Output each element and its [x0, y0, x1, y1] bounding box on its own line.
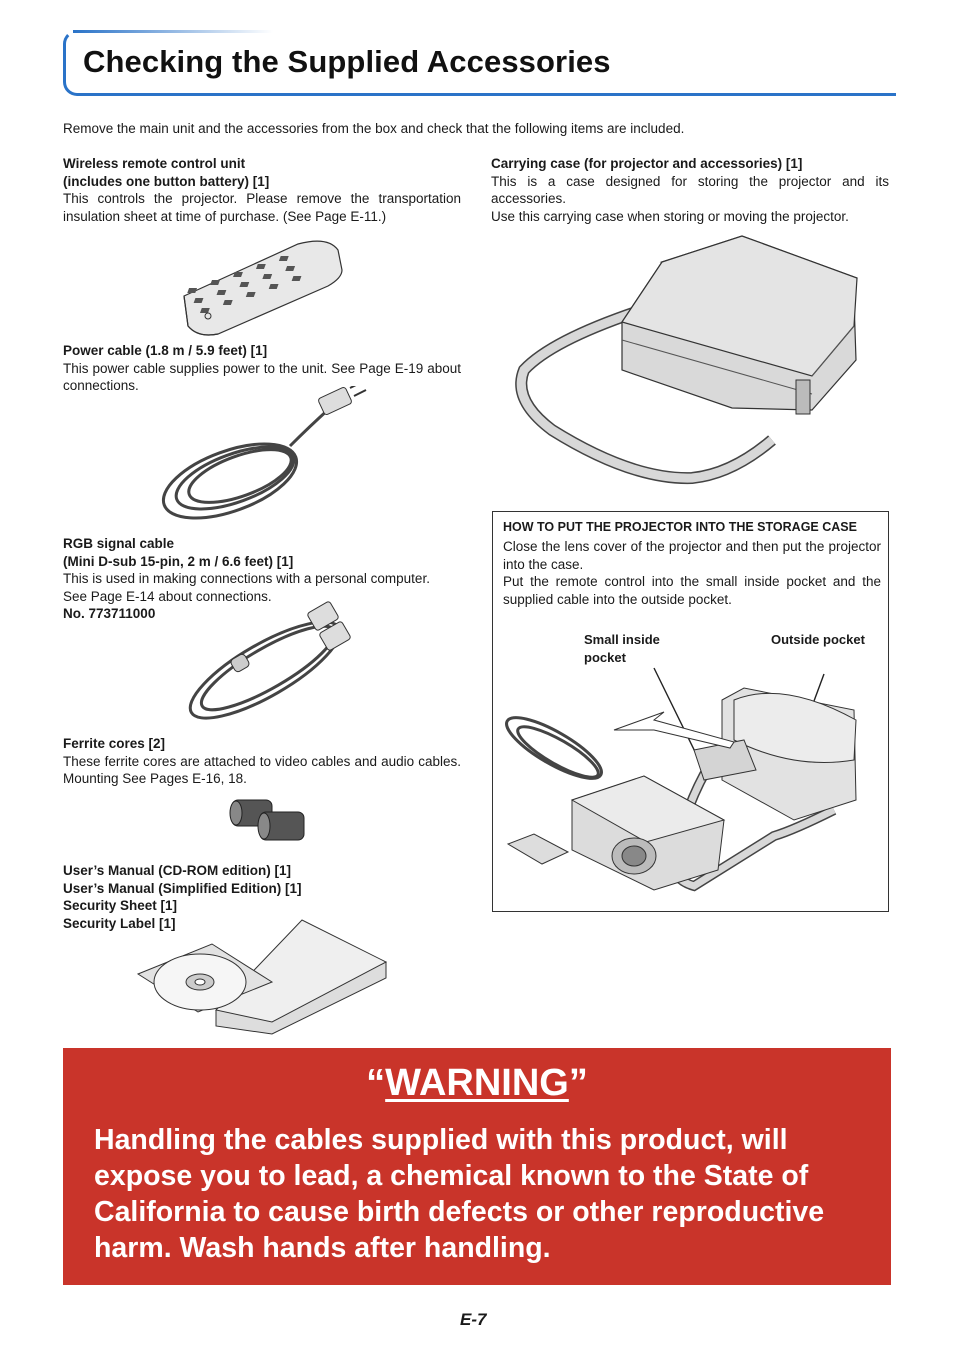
item-power-cable: Power cable (1.8 m / 5.9 feet) [1] This …	[63, 342, 461, 395]
header-accent	[73, 30, 273, 33]
warning-box: “WARNING” Handling the cables supplied w…	[63, 1048, 891, 1285]
label-small-inside-pocket: Small inside pocket	[584, 631, 660, 666]
item-rgb-cable: RGB signal cable (Mini D-sub 15-pin, 2 m…	[63, 535, 461, 623]
item-ferrite-cores: Ferrite cores [2] These ferrite cores ar…	[63, 735, 461, 788]
manual-cdrom: User’s Manual (CD-ROM edition) [1]	[63, 863, 292, 878]
manual-simplified: User’s Manual (Simplified Edition) [1]	[63, 880, 302, 896]
carrying-case-illustration	[515, 235, 858, 485]
label-outside-pocket: Outside pocket	[771, 632, 865, 647]
remote-body: This controls the projector. Please remo…	[63, 191, 461, 224]
case-body-2: Use this carrying case when storing or m…	[491, 208, 849, 224]
ferrite-body: These ferrite cores are attached to vide…	[63, 753, 461, 787]
warning-close-quote: ”	[568, 1062, 588, 1104]
page-number: E-7	[460, 1310, 487, 1329]
rgb-body-1: This is used in making connections with …	[63, 571, 430, 587]
label-small-line-2: pocket	[584, 649, 626, 665]
power-body: This power cable supplies power to the u…	[63, 360, 461, 394]
howto-box: HOW TO PUT THE PROJECTOR INTO THE STORAG…	[492, 511, 889, 912]
howto-body-2: Put the remote control into the small in…	[503, 574, 881, 607]
security-label: Security Label [1]	[63, 915, 176, 931]
howto-text: Close the lens cover of the projector an…	[503, 538, 881, 608]
rgb-body-2: See Page E-14 about connections.	[63, 588, 272, 604]
warning-title-text: WARNING	[385, 1062, 569, 1104]
remote-title-1: Wireless remote control unit	[63, 156, 246, 171]
ferrite-title: Ferrite cores [2]	[63, 736, 166, 751]
item-remote: Wireless remote control unit (includes o…	[63, 155, 461, 225]
item-carrying-case: Carrying case (for projector and accesso…	[491, 155, 889, 225]
remote-title-2: (includes one button battery) [1]	[63, 173, 270, 189]
page-title: Checking the Supplied Accessories	[83, 44, 611, 79]
remote-illustration	[183, 240, 343, 336]
label-small-line-1: Small inside	[584, 632, 660, 647]
header-frame	[63, 30, 896, 96]
howto-body-1: Close the lens cover of the projector an…	[503, 539, 881, 572]
warning-title: “WARNING”	[63, 1062, 891, 1105]
security-sheet: Security Sheet [1]	[63, 898, 178, 914]
rgb-title-1: RGB signal cable	[63, 536, 175, 551]
ferrite-cores-illustration	[229, 799, 305, 841]
page-header: Checking the Supplied Accessories	[63, 30, 896, 96]
warning-open-quote: “	[366, 1062, 386, 1104]
manuals-illustration	[136, 919, 388, 1035]
intro-text: Remove the main unit and the accessories…	[63, 121, 685, 136]
item-manuals: User’s Manual (CD-ROM edition) [1] User’…	[63, 862, 461, 932]
case-title: Carrying case (for projector and accesso…	[491, 156, 803, 171]
rgb-part-number: No. 773711000	[63, 606, 156, 622]
rgb-cable-illustration	[188, 601, 351, 720]
storage-diagram	[505, 667, 857, 892]
case-body-1: This is a case designed for storing the …	[491, 173, 889, 207]
rgb-title-2: (Mini D-sub 15-pin, 2 m / 6.6 feet) [1]	[63, 553, 294, 569]
warning-body: Handling the cables supplied with this p…	[94, 1124, 825, 1264]
power-title: Power cable (1.8 m / 5.9 feet) [1]	[63, 343, 268, 358]
howto-heading: HOW TO PUT THE PROJECTOR INTO THE STORAG…	[503, 520, 857, 534]
power-cable-illustration	[161, 386, 367, 520]
